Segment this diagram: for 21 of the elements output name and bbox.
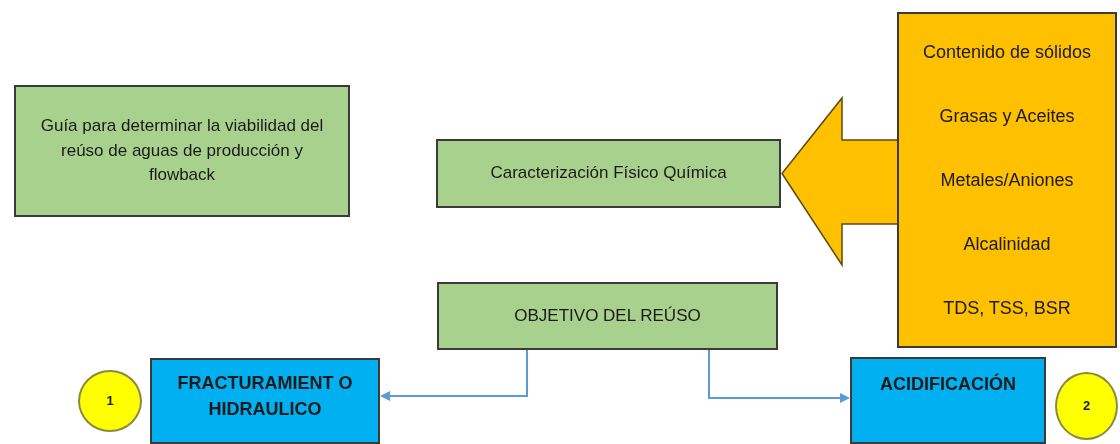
node-text: Metales/Aniones	[940, 168, 1074, 192]
process-box	[436, 139, 781, 208]
process-box	[437, 282, 778, 350]
node-text: ACIDIFICACIÓN	[880, 372, 1016, 396]
block-arrow	[781, 95, 899, 268]
node-text: Grasas y Aceites	[939, 104, 1075, 128]
step-number: 1	[106, 391, 114, 410]
process-box	[850, 357, 1046, 444]
node-text: Contenido de sólidos	[922, 40, 1092, 64]
node-text: OBJETIVO DEL REÚSO	[514, 304, 701, 327]
arrow	[380, 349, 528, 401]
process-box	[14, 85, 350, 217]
process-box	[150, 358, 380, 444]
node-text: Alcalinidad	[963, 232, 1051, 256]
callout-box	[897, 12, 1117, 348]
step-number: 2	[1082, 396, 1091, 415]
node-text: FRACTURAMIENT O HIDRAULICO	[176, 372, 354, 422]
node-text: TDS, TSS, BSR	[943, 296, 1071, 320]
node-text: Caracterización Físico Química	[490, 162, 727, 185]
node-text: Guía para determinar la viabilidad del reúso de aguas de producción y flowback	[39, 115, 325, 187]
arrow	[708, 349, 850, 403]
